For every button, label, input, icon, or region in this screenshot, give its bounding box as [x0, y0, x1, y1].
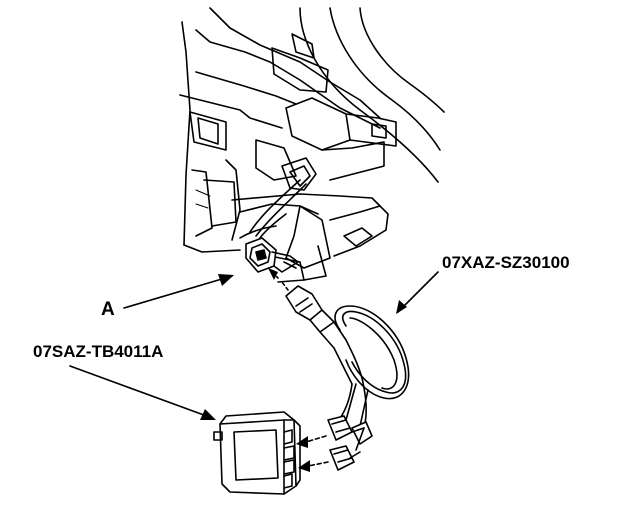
leader-lines [69, 271, 439, 420]
lead-arrows [296, 435, 329, 472]
part-number-cable: 07XAZ-SZ30100 [442, 253, 570, 272]
cable-plug [285, 285, 347, 349]
part-number-box: 07SAZ-TB4011A [33, 342, 164, 361]
callout-label-a: A [101, 299, 115, 320]
connector-a [245, 237, 299, 273]
cable-coil [333, 305, 410, 429]
insertion-arrow [268, 268, 289, 291]
test-box [213, 411, 301, 495]
test-leads [327, 415, 373, 471]
dashboard-structure [179, 7, 445, 283]
